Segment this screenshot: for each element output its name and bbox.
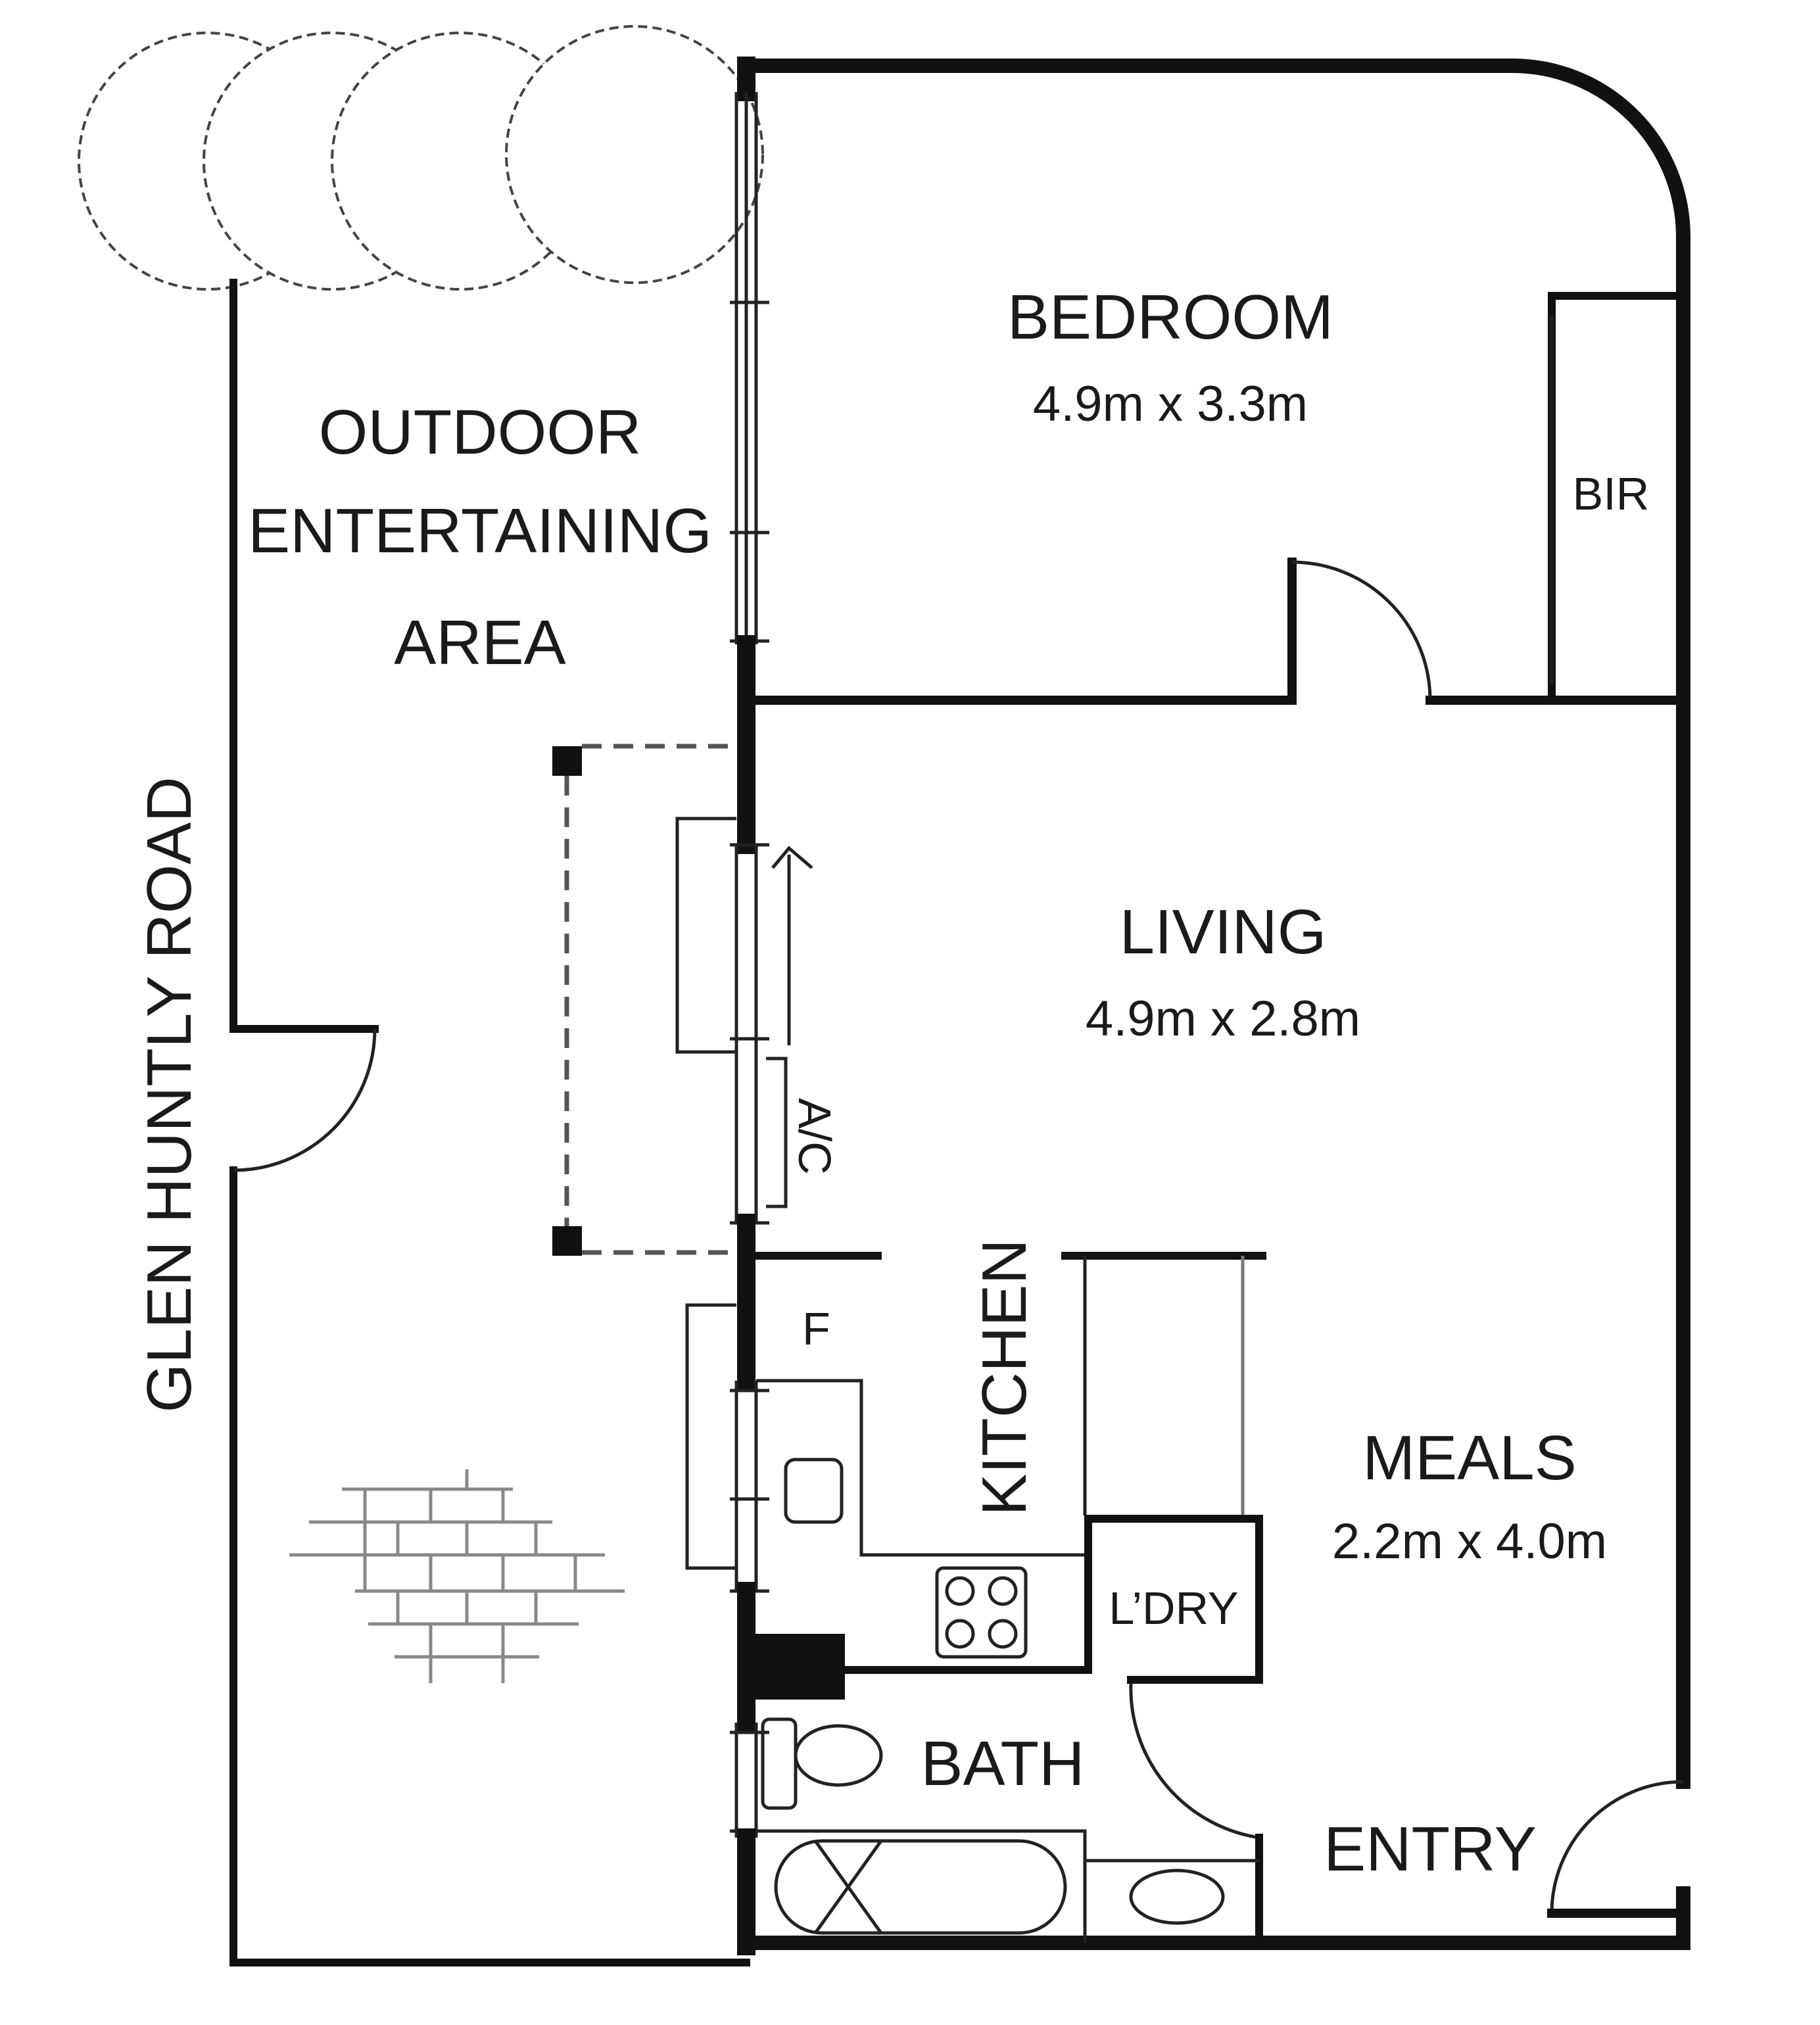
gate-door (233, 1028, 377, 1172)
fridge-label: F (802, 1303, 830, 1354)
entry-door (1547, 1780, 1688, 1918)
kitchen-label: KITCHEN (969, 1239, 1040, 1515)
pergola-outline (552, 744, 736, 1256)
room-labels: OUTDOOR ENTERTAINING AREA BEDROOM 4.9m x… (248, 282, 1649, 1884)
tree-icons (78, 25, 764, 291)
kitchen-walls (685, 1252, 1266, 1700)
bath-label: BATH (921, 1728, 1085, 1799)
entry-label: ENTRY (1324, 1814, 1537, 1884)
outdoor-label-2: ENTERTAINING (248, 496, 712, 566)
living-label: LIVING (1120, 897, 1327, 967)
ac-label: A/C (789, 1098, 840, 1175)
meals-label: MEALS (1362, 1423, 1576, 1493)
street-label: GLEN HUNTLY ROAD (134, 776, 204, 1412)
outdoor-label-1: OUTDOOR (319, 397, 642, 467)
laundry-label: L’DRY (1109, 1583, 1238, 1634)
bir-label: BIR (1573, 468, 1650, 519)
meals-dims: 2.2m x 4.0m (1332, 1513, 1607, 1569)
sliding-door (675, 817, 813, 1208)
bath-fixtures (756, 1682, 1263, 1950)
living-dims: 4.9m x 2.8m (1086, 991, 1360, 1047)
west-wall (730, 57, 769, 1955)
bedroom-label: BEDROOM (1007, 282, 1333, 352)
bedroom-walls (752, 292, 1688, 705)
bedroom-dims: 4.9m x 3.3m (1033, 376, 1308, 432)
exterior-walls (229, 59, 1690, 1966)
outdoor-label-3: AREA (394, 608, 565, 678)
brick-paving (289, 1469, 625, 1683)
